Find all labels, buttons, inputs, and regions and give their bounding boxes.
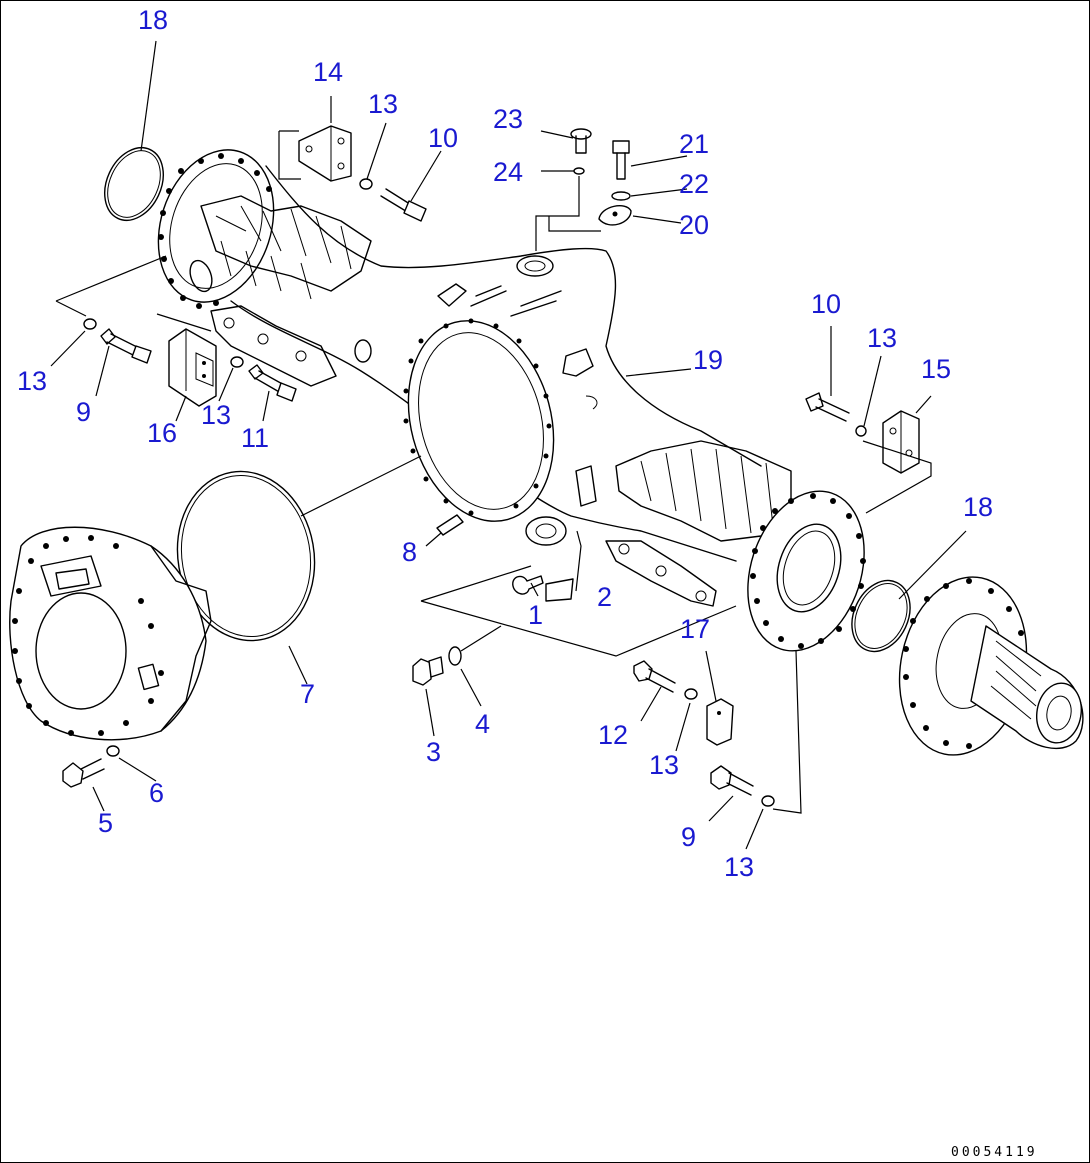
callout-21: 21: [679, 129, 709, 159]
callout-12: 12: [598, 720, 628, 750]
bolt-9-lower: [710, 765, 754, 796]
drawing-number: 00054119: [951, 1145, 1038, 1160]
callout-19: 19: [693, 345, 723, 375]
callout-22: 22: [679, 169, 709, 199]
plug-23: [570, 128, 592, 154]
callout-8: 8: [402, 537, 417, 567]
o-ring-upper-left: [104, 147, 164, 221]
callout-11: 11: [241, 423, 269, 453]
bolt-9-left: [100, 328, 152, 364]
callout-7: 7: [300, 679, 315, 709]
callout-4: 4: [475, 709, 490, 739]
o-ring-right: [851, 579, 911, 653]
callout-23: 23: [493, 104, 523, 134]
callout-20: 20: [679, 210, 709, 240]
plug-3: [412, 656, 444, 686]
washer-13-left: [83, 318, 97, 330]
callout-17: 17: [680, 614, 710, 644]
bolt-12: [633, 660, 676, 693]
callout-6: 6: [149, 778, 164, 808]
bolt-21: [612, 140, 630, 180]
breather-20: [598, 205, 632, 226]
bolt-1: [512, 575, 544, 595]
callout-13: 13: [201, 400, 231, 430]
plate-2: [545, 578, 574, 602]
leader-lines: [50, 40, 967, 850]
differential-carrier: [9, 526, 212, 741]
callout-5: 5: [98, 808, 113, 838]
callout-2: 2: [597, 582, 612, 612]
bolt-10-upper: [380, 188, 427, 222]
callout-labels: 18 14 13 10 23 21 24 22 20 10 13 15 19 1…: [17, 5, 993, 882]
callout-9: 9: [76, 397, 91, 427]
callout-13: 13: [724, 852, 754, 882]
callout-15: 15: [921, 354, 951, 384]
bracket-14: [298, 125, 352, 182]
callout-18: 18: [138, 5, 168, 35]
washer-6: [106, 745, 120, 757]
bracket-16: [168, 328, 217, 407]
bolt-11: [248, 364, 297, 402]
left-flange-bolt-holes: [158, 153, 272, 309]
o-ring-24: [573, 167, 585, 175]
callout-13: 13: [17, 366, 47, 396]
pin-8: [436, 514, 464, 536]
callout-1: 1: [528, 600, 543, 630]
callout-3: 3: [426, 737, 441, 767]
callout-9: 9: [681, 822, 696, 852]
callout-10: 10: [428, 123, 458, 153]
washer-13-mid: [230, 356, 244, 368]
washer-22: [611, 191, 631, 201]
bolt-10-right: [805, 392, 850, 422]
bolt-5: [62, 758, 105, 788]
washer-13-lower-b: [761, 795, 775, 807]
washer-13-upper: [359, 178, 373, 190]
bracket-17: [706, 698, 734, 746]
gasket-7: [176, 470, 316, 642]
callout-24: 24: [493, 157, 523, 187]
callout-13: 13: [368, 89, 398, 119]
callout-13: 13: [867, 323, 897, 353]
o-ring-4: [448, 646, 462, 666]
washer-13-lower-a: [684, 688, 698, 700]
wheel-hub-shaft: [898, 576, 1084, 756]
diff-opening-bolt-holes: [403, 318, 552, 516]
hub-bolt-holes: [903, 578, 1024, 749]
callout-14: 14: [313, 57, 343, 87]
washer-13-right: [855, 425, 867, 437]
bracket-15: [882, 410, 920, 474]
callout-18: 18: [963, 492, 993, 522]
axle-housing: [157, 149, 866, 652]
callout-16: 16: [147, 418, 177, 448]
carrier-bolt-holes: [12, 535, 164, 736]
callout-10: 10: [811, 289, 841, 319]
callout-13: 13: [649, 750, 679, 780]
right-flange-bolt-holes: [750, 493, 866, 649]
